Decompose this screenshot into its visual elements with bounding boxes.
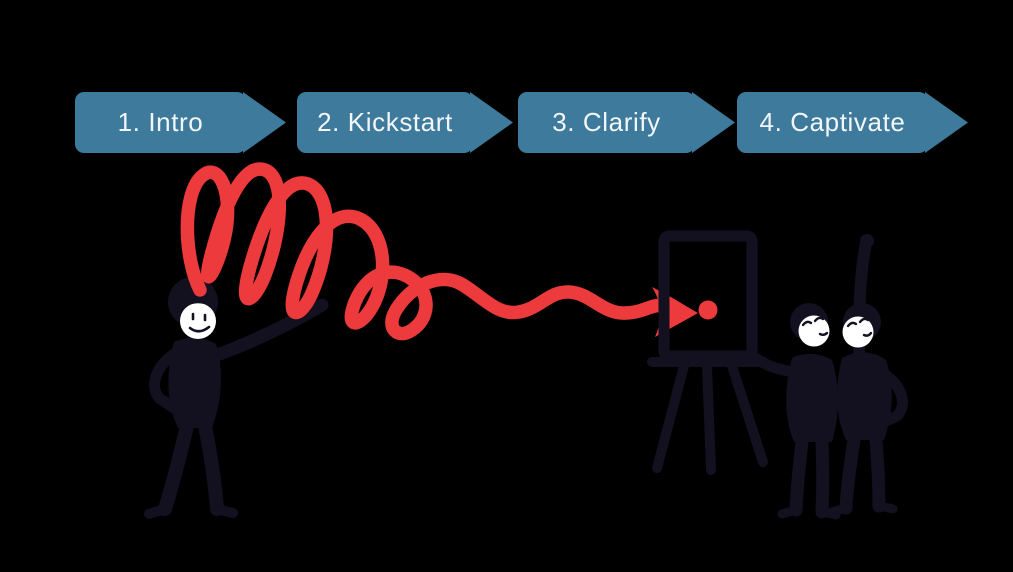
step-banner-kickstart: 2. Kickstart — [297, 92, 513, 153]
messy-scribble-arrow-icon — [180, 162, 718, 341]
easel-board-icon — [647, 230, 769, 475]
audience-face — [842, 316, 874, 348]
audience-figures-icon — [750, 234, 908, 520]
step-label-intro: 1. Intro — [117, 107, 204, 137]
step-label-clarify: 3. Clarify — [552, 107, 661, 137]
step-banner-intro: 1. Intro — [75, 92, 286, 153]
presenter-figure-icon — [144, 277, 329, 519]
step-label-captivate: 4. Captivate — [759, 107, 906, 137]
target-dot-icon — [698, 300, 718, 320]
step-banner-captivate: 4. Captivate — [737, 92, 968, 153]
step-label-kickstart: 2. Kickstart — [317, 107, 453, 137]
audience-face — [798, 315, 830, 347]
presenter-face — [180, 303, 216, 339]
